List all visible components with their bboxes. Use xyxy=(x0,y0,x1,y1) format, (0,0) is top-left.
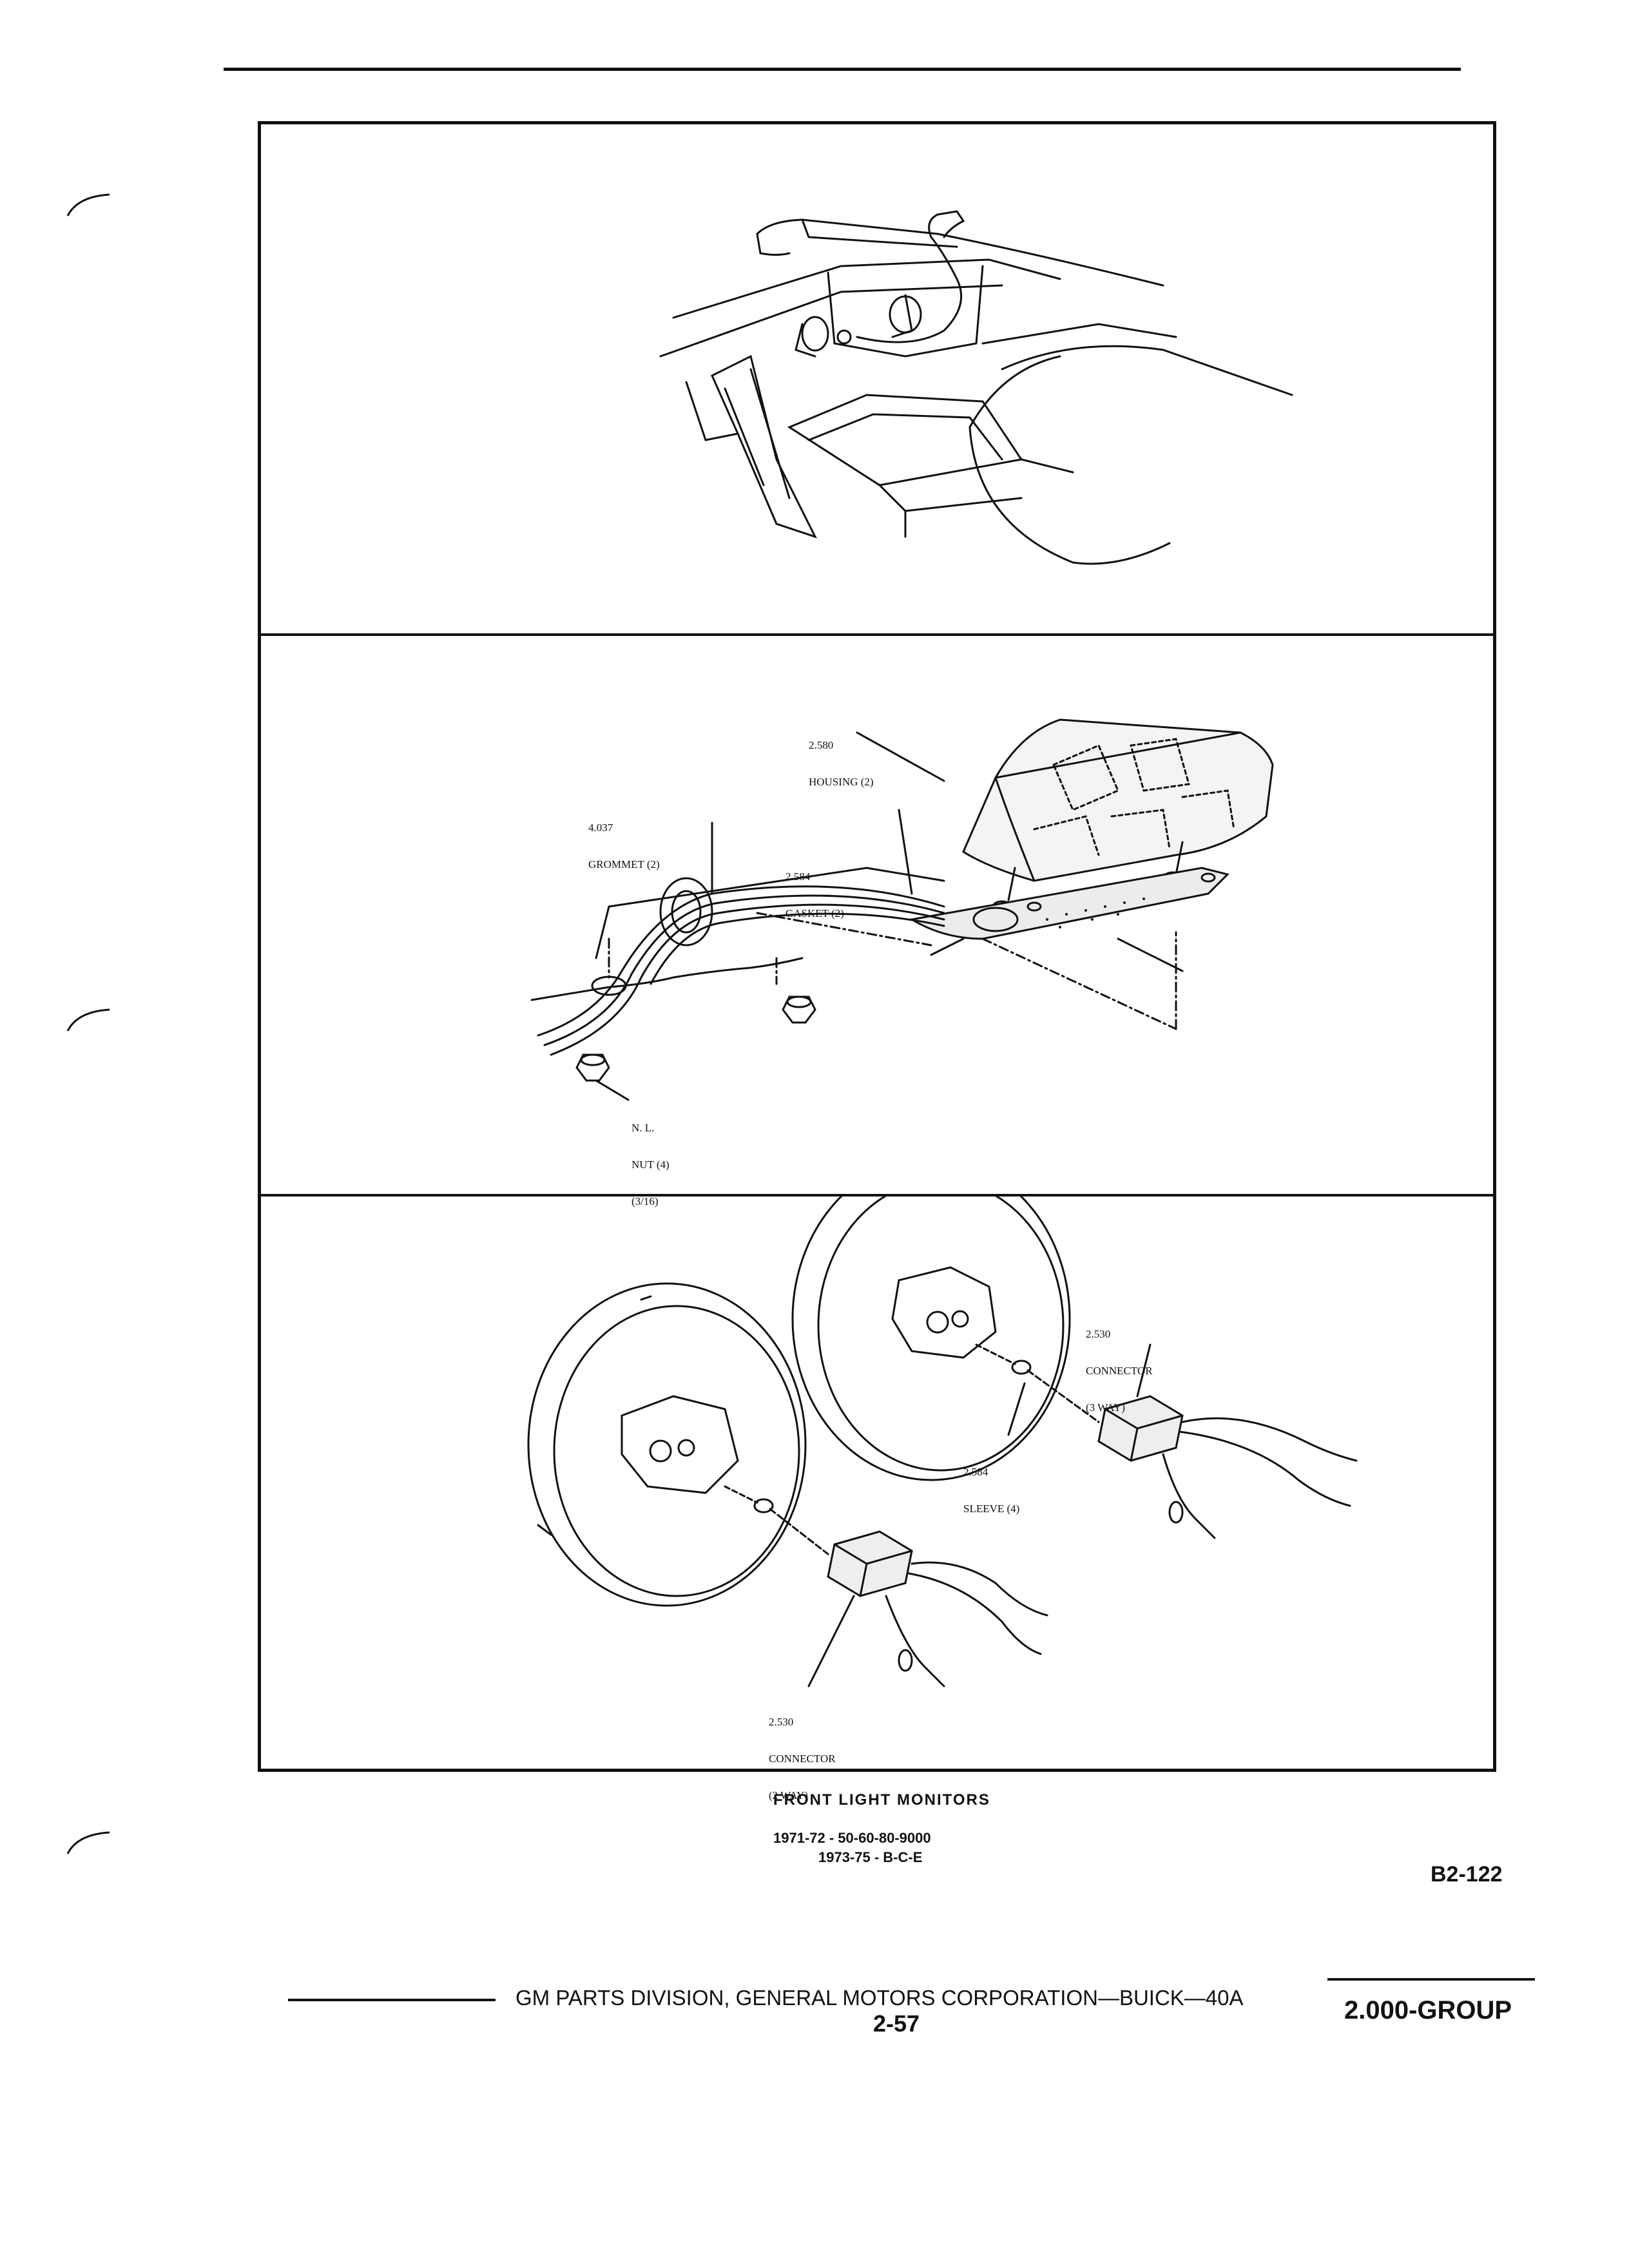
punch-mark-bottom xyxy=(66,1831,110,1854)
grommet-shape xyxy=(659,877,713,947)
gasket-part-name: GASKET (2) xyxy=(786,907,844,919)
applicability-line-2: 1973-75 - B-C-E xyxy=(818,1849,923,1865)
panel-connectors: 2.530 CONNECTOR (3 WAY) 2.584 SLEEVE (4)… xyxy=(261,1196,1493,1802)
connector-2way-type: (2 WAY) xyxy=(769,1789,808,1802)
label-housing: 2.580 HOUSING (2) xyxy=(809,715,874,812)
group-number: 2.000-GROUP xyxy=(1344,1996,1512,2024)
gasket-outline xyxy=(909,867,1229,940)
label-connector-3way: 2.530 CONNECTOR (3 WAY) xyxy=(1086,1303,1153,1438)
applicability-line-1: 1971-72 - 50-60-80-9000 xyxy=(773,1830,931,1846)
connector-2way-part-number: 2.530 xyxy=(769,1716,794,1728)
panel-vehicle-view xyxy=(261,124,1493,635)
sleeve-part-name: SLEEVE (4) xyxy=(963,1503,1020,1515)
publisher-line: GM PARTS DIVISION, GENERAL MOTORS CORPOR… xyxy=(516,1986,1244,2010)
housing-exploded-drawing xyxy=(530,718,1274,1101)
label-nut: N. L. NUT (4) (3/16) xyxy=(631,1097,670,1232)
punch-mark-middle xyxy=(66,1008,110,1032)
panel-housing-exploded: 2.580 HOUSING (2) 4.037 GROMMET (2) 2.58… xyxy=(261,636,1493,1207)
connector-3way-part-number: 2.530 xyxy=(1086,1328,1111,1340)
label-gasket: 2.584 GASKET (2) xyxy=(786,846,844,944)
connector-drawing xyxy=(527,1196,1358,1687)
sleeve-part-number: 2.584 xyxy=(963,1466,988,1478)
nut-line-1: N. L. xyxy=(631,1122,655,1134)
label-grommet: 4.037 GROMMET (2) xyxy=(588,797,660,895)
gasket-part-number: 2.584 xyxy=(786,870,811,883)
connector-3way-part-name: CONNECTOR xyxy=(1086,1365,1153,1377)
nut-line-3: (3/16) xyxy=(631,1195,659,1207)
page-code: B2-122 xyxy=(1431,1862,1503,1887)
figure-frame: 2.580 HOUSING (2) 4.037 GROMMET (2) 2.58… xyxy=(258,121,1496,1802)
panel-divider-1 xyxy=(261,633,1493,636)
grommet-part-number: 4.037 xyxy=(588,822,613,834)
footer-rule-right xyxy=(1327,1978,1535,1981)
connector-2way-part-name: CONNECTOR xyxy=(769,1753,836,1765)
housing-outline xyxy=(962,718,1274,882)
housing-part-number: 2.580 xyxy=(809,739,834,751)
punch-mark-top xyxy=(66,193,110,216)
left-lamp-shape xyxy=(527,1282,807,1607)
nut-line-2: NUT (4) xyxy=(631,1158,670,1171)
page-number: 2-57 xyxy=(873,2010,920,2037)
top-rule xyxy=(224,68,1461,71)
panel-divider-2 xyxy=(261,1194,1493,1196)
footer-rule-left xyxy=(288,1999,496,2001)
connector-3way-type: (3 WAY) xyxy=(1086,1401,1125,1414)
figure-title: FRONT LIGHT MONITORS xyxy=(773,1791,990,1809)
label-sleeve: 2.584 SLEEVE (4) xyxy=(963,1441,1019,1539)
housing-part-name: HOUSING (2) xyxy=(809,776,874,788)
label-connector-2way: 2.530 CONNECTOR (2 WAY) xyxy=(769,1691,836,1826)
right-lamp-shape xyxy=(791,1196,1071,1481)
grommet-part-name: GROMMET (2) xyxy=(588,858,660,870)
vehicle-cowl-drawing xyxy=(659,210,1293,565)
